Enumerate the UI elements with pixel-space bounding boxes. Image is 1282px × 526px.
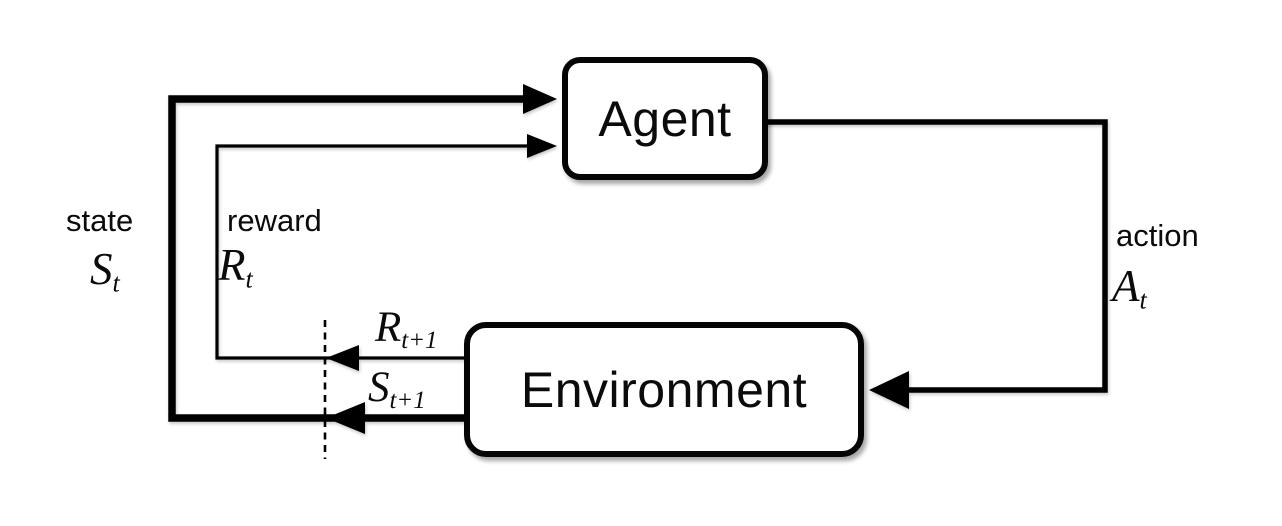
state-arrow: [168, 84, 557, 434]
action-symbol-main: A: [1112, 261, 1140, 311]
next-reward-arrowhead-icon: [326, 345, 359, 371]
environment-node-label: Environment: [520, 361, 808, 418]
reward-label: reward: [227, 203, 322, 238]
next-state-symbol-subscript: t+1: [389, 386, 426, 414]
state-symbol: St: [90, 244, 120, 296]
next-state-symbol-main: S: [368, 364, 390, 411]
reward-symbol: Rt: [218, 240, 253, 292]
agent-node: Agent: [562, 57, 768, 180]
reward-arrowhead-into-agent-icon: [527, 134, 557, 158]
action-arrowhead-into-environment-icon: [869, 371, 909, 409]
action-symbol-subscript: t: [1139, 285, 1147, 315]
next-reward-symbol-main: R: [375, 304, 402, 351]
reward-arrow: [215, 134, 557, 371]
action-line: [764, 119, 1108, 393]
next-reward-symbol-subscript: t+1: [401, 326, 438, 354]
state-symbol-subscript: t: [112, 268, 120, 298]
reward-symbol-subscript: t: [245, 264, 253, 294]
agent-node-label: Agent: [598, 90, 732, 147]
action-arrow: [764, 119, 1108, 409]
state-line: [168, 95, 549, 422]
next-state-symbol: St+1: [368, 364, 426, 413]
state-symbol-main: S: [90, 244, 113, 294]
state-arrowhead-into-agent-icon: [523, 84, 557, 114]
next-reward-symbol: Rt+1: [375, 304, 438, 353]
state-label: state: [66, 203, 134, 238]
action-label: action: [1116, 218, 1199, 253]
next-state-arrowhead-icon: [326, 402, 365, 434]
action-symbol: At: [1112, 261, 1147, 313]
reward-symbol-main: R: [218, 240, 246, 290]
environment-node: Environment: [464, 322, 864, 457]
